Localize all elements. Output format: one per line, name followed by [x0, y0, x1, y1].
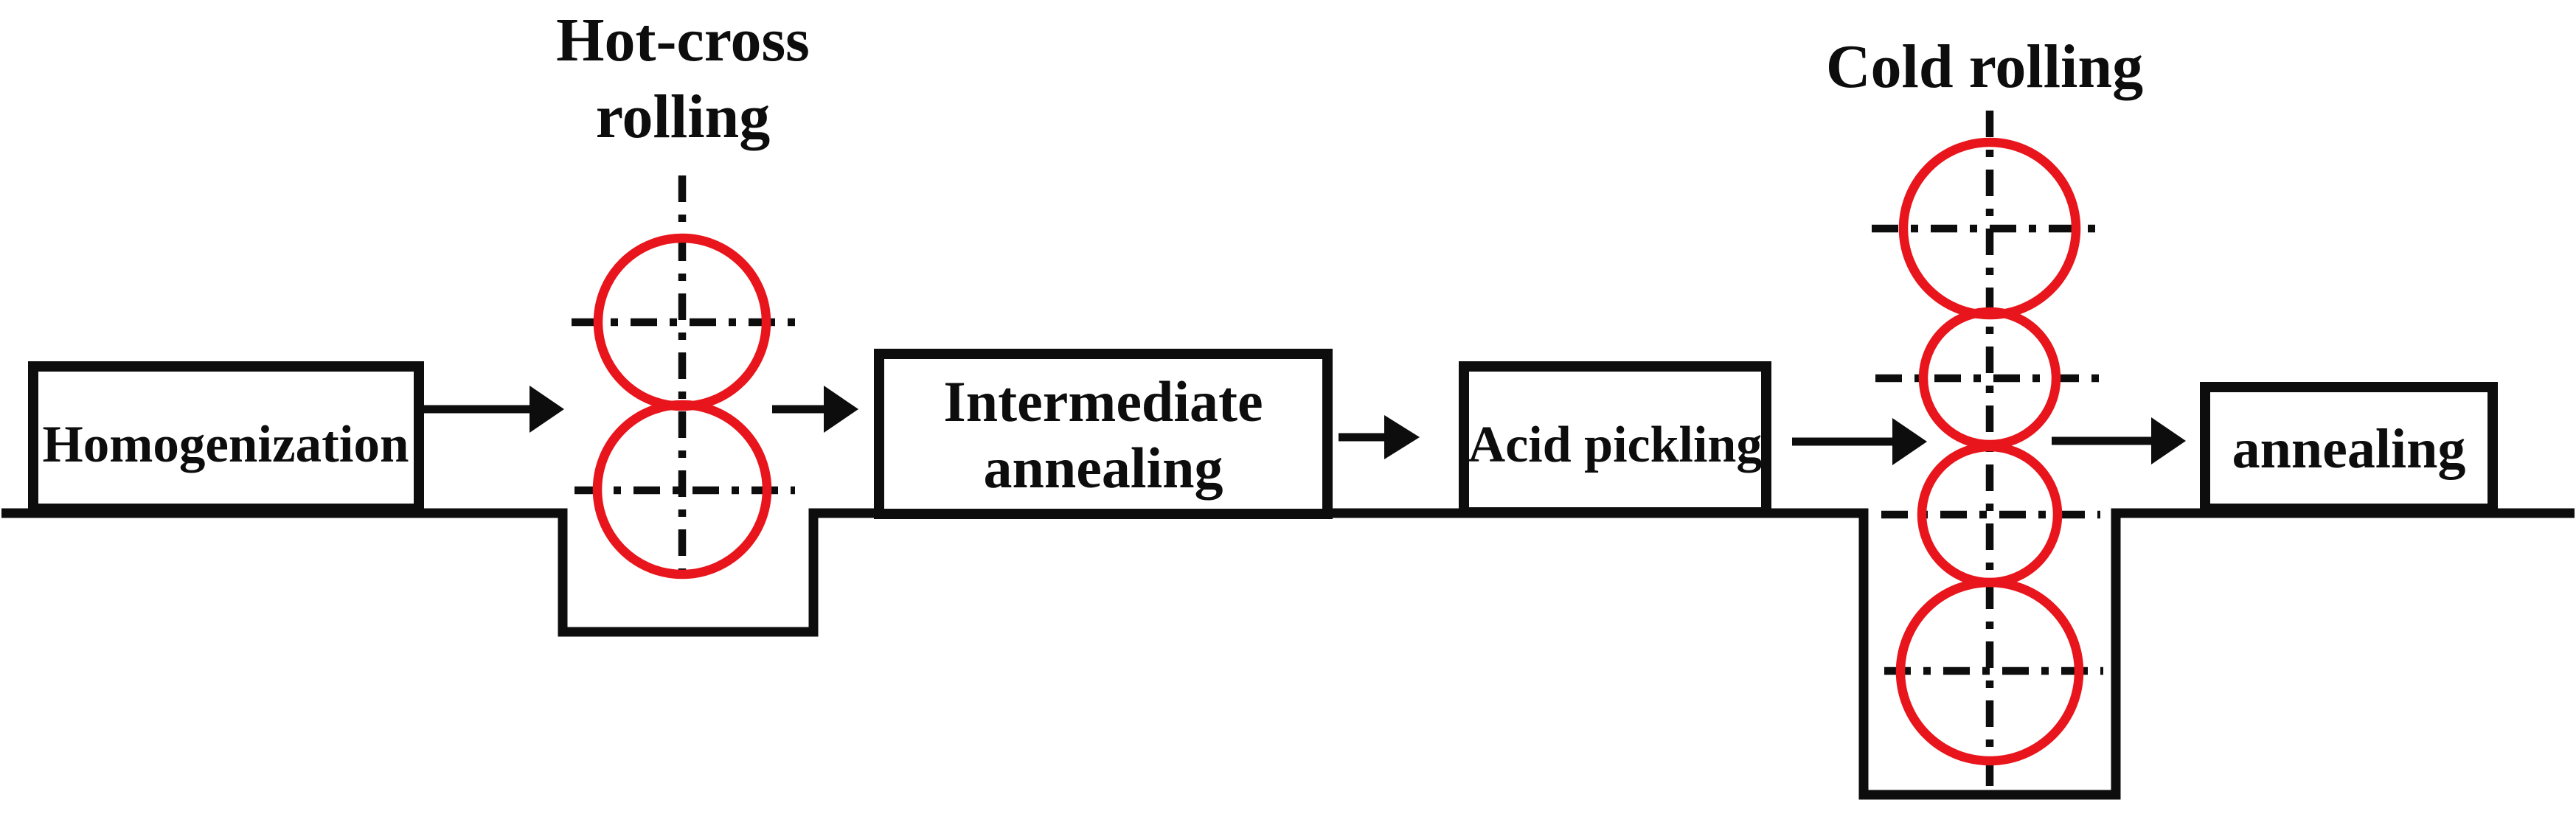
intermediate-annealing-label-line1: Intermediate	[943, 369, 1263, 434]
arrow-intermediate-annealing-to-acid-pickling	[1339, 415, 1420, 459]
cold-rolling-title: Cold rolling	[1826, 32, 2143, 101]
acid-pickling-box	[1459, 361, 1771, 518]
arrow-cold-rolling-to-annealing	[2052, 417, 2186, 464]
annealing-label: annealing	[2232, 418, 2466, 480]
homogenization-label: Homogenization	[43, 416, 409, 473]
intermediate-annealing-box	[874, 349, 1333, 519]
arrow-hot-rolling-to-intermediate-annealing	[772, 386, 858, 433]
homogenization-box	[28, 361, 424, 514]
acid-pickling-label: Acid pickling	[1468, 417, 1763, 473]
annealing-box	[2200, 382, 2498, 514]
arrow-acid-pickling-to-cold-rolling	[1792, 418, 1927, 465]
hot-cross-rolling-title-line2: rolling	[596, 83, 771, 151]
cold-backup-bottom-roll-circle	[1895, 577, 2084, 766]
strip-pass-line	[1, 508, 2575, 800]
hot-lower-roll-circle	[592, 400, 772, 579]
arrow-homogenization-to-hot-rolling	[423, 386, 564, 433]
hot-upper-roll-circle	[593, 233, 771, 411]
hot-cross-rolling-title-line1: Hot-cross	[556, 6, 810, 74]
intermediate-annealing-label-line2: annealing	[983, 436, 1223, 500]
